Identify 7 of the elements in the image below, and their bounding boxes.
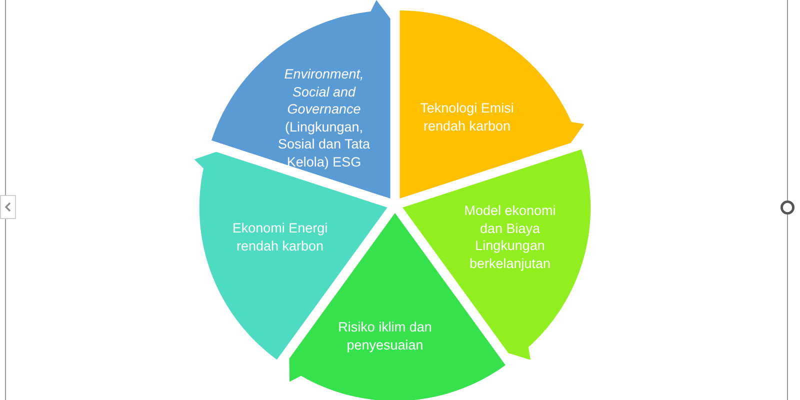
cycle-segment <box>211 0 391 199</box>
segment-label: Environment, Social and Governance (Lingkungan, Sosial dan Tata Kelola) ESG <box>276 66 372 170</box>
segment-label: Ekonomi Energi rendah karbon <box>231 220 329 254</box>
segment-label: Model ekonomi dan Biaya Lingkungan berkelanjutan <box>463 202 557 272</box>
cycle-segment <box>399 10 585 199</box>
segment-label: Teknologi Emisi rendah karbon <box>419 100 515 134</box>
segment-label: Risiko iklim dan penyesuaian <box>337 318 433 354</box>
